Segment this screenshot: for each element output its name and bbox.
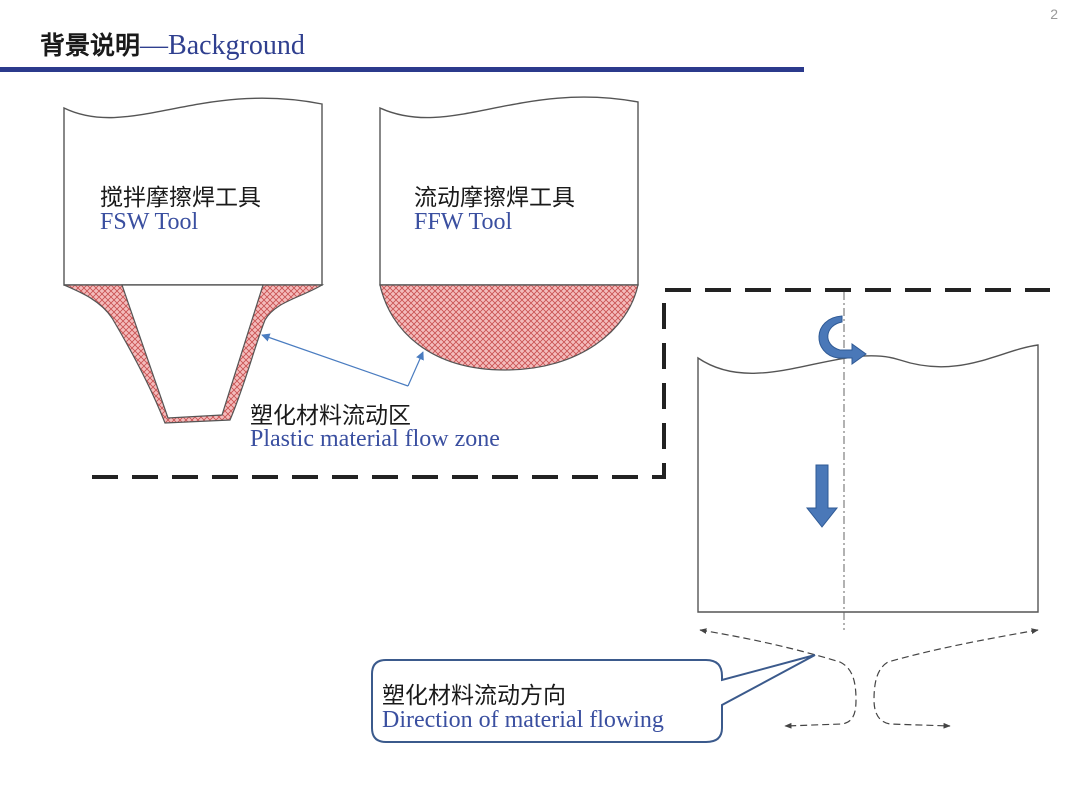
page-title: 背景说明—Background [40, 26, 305, 62]
ffw-workpiece [697, 292, 1039, 630]
flow-zone-label-cn: 塑化材料流动区 [250, 403, 411, 429]
ffw-tool [379, 96, 639, 371]
material-flow-arrows [699, 628, 1039, 729]
page-title-cn: 背景说明 [40, 31, 141, 60]
ffw-tool-label-en: FFW Tool [414, 209, 513, 235]
page-title-en: —Background [140, 30, 305, 61]
fsw-pin [121, 284, 264, 419]
flow-zone-leaders [261, 333, 424, 387]
ffw-hatch-zone [379, 284, 639, 371]
rotation-arrow-icon [818, 315, 867, 365]
title-underline [0, 67, 804, 72]
ffw-tool-label-cn: 流动摩擦焊工具 [414, 185, 575, 211]
page-number: 2 [1050, 6, 1058, 22]
fsw-tool-label-en: FSW Tool [100, 209, 199, 235]
fsw-tool [63, 97, 325, 424]
flow-direction-label-en: Direction of material flowing [382, 707, 664, 733]
down-arrow-icon [805, 464, 839, 528]
dashed-frame [92, 288, 1050, 479]
flow-direction-label-cn: 塑化材料流动方向 [382, 683, 566, 709]
flow-direction-callout [371, 654, 816, 743]
flow-zone-label-en: Plastic material flow zone [250, 426, 500, 452]
fsw-tool-label-cn: 搅拌摩擦焊工具 [100, 185, 261, 211]
fsw-tool-body [63, 97, 323, 286]
ffw-tool-body [379, 96, 639, 286]
workpiece-body [697, 344, 1039, 613]
